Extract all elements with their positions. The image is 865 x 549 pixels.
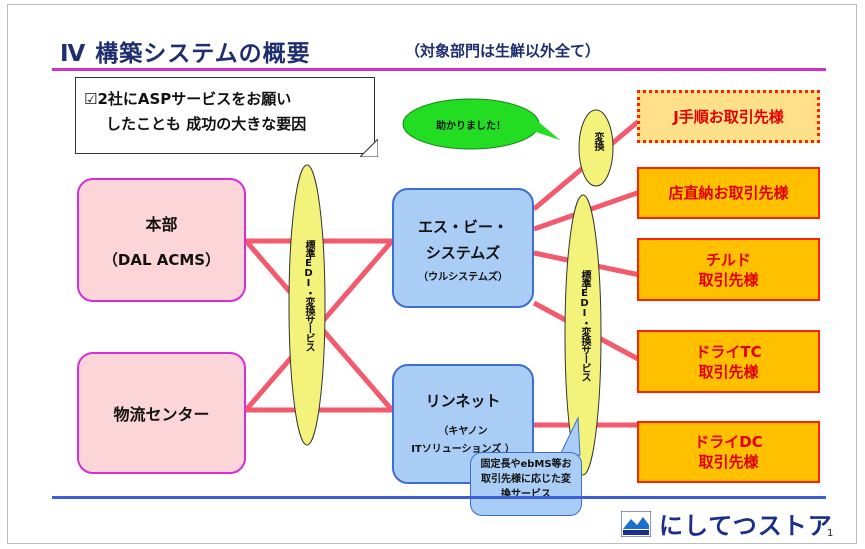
honbu-system: （DAL ACMS） bbox=[102, 250, 221, 269]
henkan-ellipse bbox=[578, 109, 614, 187]
callout-line-3: 換サービス bbox=[501, 489, 551, 500]
supplier-drydc-line-2: 取引先様 bbox=[698, 453, 759, 471]
esp-line-3: （ウルシステムズ） bbox=[418, 271, 508, 283]
note-line-1: ☑2社にASPサービスをお願い bbox=[84, 90, 292, 108]
supplier-jtejun: J手順お取引先様 bbox=[637, 90, 820, 143]
callout-line-2: 取引先様に応じた変 bbox=[481, 474, 571, 485]
supplier-drytc: ドライTC 取引先様 bbox=[637, 330, 820, 393]
note-fold-icon bbox=[360, 139, 378, 157]
supplier-jtejun-label: J手順お取引先様 bbox=[673, 107, 784, 126]
rinnet-line-2: （キヤノン bbox=[438, 425, 488, 437]
edi-ellipse-right bbox=[564, 194, 602, 476]
footer-rule bbox=[52, 496, 826, 499]
note-line-2: したことも 成功の大きな要因 bbox=[106, 115, 307, 133]
page-subtitle: （対象部門は生鮮以外全て） bbox=[405, 42, 601, 60]
honbu-title: 本部 bbox=[145, 214, 178, 234]
logo-mark-icon bbox=[621, 510, 651, 537]
honbu-box: 本部 （DAL ACMS） bbox=[77, 178, 246, 302]
edi-left-label: 標準EDI・変換サービス bbox=[303, 240, 314, 351]
supplier-drydc-line-1: ドライDC bbox=[694, 433, 763, 451]
supplier-drytc-line-1: ドライTC bbox=[695, 342, 762, 361]
speech-bubble-tail bbox=[530, 118, 560, 140]
supplier-chilled-line-2: 取引先様 bbox=[698, 270, 759, 289]
henkan-label: 変換 bbox=[592, 132, 603, 150]
note-box: ☑2社にASPサービスをお願い したことも 成功の大きな要因 bbox=[75, 77, 375, 154]
edi-ellipse-left bbox=[288, 164, 326, 446]
supplier-drytc-line-2: 取引先様 bbox=[698, 362, 759, 381]
butsuryu-title: 物流センター bbox=[113, 405, 210, 424]
logo-text: にしてつストア bbox=[659, 512, 833, 540]
callout-line-1: 固定長やebMS等お bbox=[480, 459, 572, 470]
title-underline bbox=[52, 68, 826, 71]
rinnet-line-3: ITソリューションズ ） bbox=[411, 443, 515, 455]
supplier-chilled-line-1: チルド bbox=[705, 250, 751, 269]
supplier-chilled: チルド 取引先様 bbox=[637, 238, 820, 301]
page-title: Ⅳ 構築システムの概要 bbox=[60, 41, 311, 67]
callout-box: 固定長やebMS等お 取引先様に応じた変 換サービス bbox=[470, 452, 582, 516]
edi-right-label: 標準EDI・変換サービス bbox=[579, 270, 590, 381]
supplier-tenchoku: 店直納お取引先様 bbox=[637, 167, 820, 219]
butsuryu-box: 物流センター bbox=[77, 352, 246, 474]
store-logo: にしてつストア bbox=[621, 506, 833, 541]
page-number: 1 bbox=[827, 528, 834, 539]
bubble-text: 助かりました！ bbox=[436, 121, 506, 132]
supplier-drydc: ドライDC 取引先様 bbox=[637, 421, 820, 483]
esp-line-2: システムズ bbox=[425, 243, 501, 262]
esp-line-1: エス・ビー・ bbox=[417, 217, 508, 236]
esp-box: エス・ビー・ システムズ （ウルシステムズ） bbox=[392, 188, 534, 308]
supplier-tenchoku-label: 店直納お取引先様 bbox=[668, 184, 789, 202]
rinnet-line-1: リンネット bbox=[425, 391, 501, 410]
